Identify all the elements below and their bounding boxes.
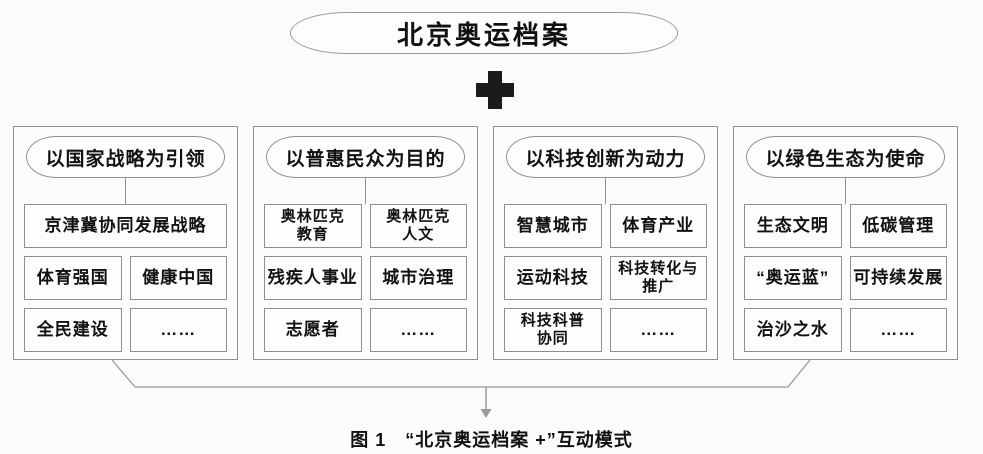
- group-header: 以绿色生态为使命: [746, 136, 945, 178]
- item-box: 科技科普 协同: [504, 308, 602, 352]
- item-row: “奥运蓝” 可持续发展: [744, 256, 947, 300]
- item-box: ……: [369, 308, 467, 352]
- item-box: 全民建设: [24, 308, 122, 352]
- group-header: 以普惠民众为目的: [266, 136, 465, 178]
- groups-container: 以国家战略为引领 京津冀协同发展战略 体育强国 健康中国 全民建设 …… 以普惠…: [13, 126, 958, 360]
- item-row: 京津冀协同发展战略: [24, 204, 227, 248]
- item-row: 运动科技 科技转化与 推广: [504, 256, 707, 300]
- item-box: 智慧城市: [504, 204, 602, 248]
- item-box: ……: [129, 308, 227, 352]
- group-public-benefit: 以普惠民众为目的 奥林匹克 教育 奥林匹克 人文 残疾人事业 城市治理 志愿者 …: [253, 126, 478, 360]
- item-box: 健康中国: [129, 256, 227, 300]
- item-row: 奥林匹克 教育 奥林匹克 人文: [264, 204, 467, 248]
- item-row: 全民建设 ……: [24, 308, 227, 352]
- group-header-label: 以普惠民众为目的: [285, 148, 446, 170]
- connector-line: [605, 178, 606, 204]
- figure-caption: 图 1 “北京奥运档案 +”互动模式: [350, 430, 633, 450]
- plus-icon: [476, 71, 514, 109]
- group-green-ecology: 以绿色生态为使命 生态文明 低碳管理 “奥运蓝” 可持续发展 治沙之水 ……: [733, 126, 958, 360]
- item-box: 残疾人事业: [264, 256, 362, 300]
- group-header: 以国家战略为引领: [26, 136, 225, 178]
- item-box: 运动科技: [504, 256, 602, 300]
- merge-bracket: [111, 359, 811, 388]
- item-box: 科技转化与 推广: [609, 256, 707, 300]
- connector-line: [125, 178, 126, 204]
- item-box: 奥林匹克 教育: [264, 204, 362, 248]
- item-row: 治沙之水 ……: [744, 308, 947, 352]
- diagram-title-terminator: 北京奥运档案: [290, 12, 678, 54]
- connector-line: [845, 178, 846, 204]
- item-box: 体育强国: [24, 256, 122, 300]
- item-row: 智慧城市 体育产业: [504, 204, 707, 248]
- item-box: 可持续发展: [849, 256, 947, 300]
- down-arrow-icon: [480, 409, 492, 418]
- item-row: 生态文明 低碳管理: [744, 204, 947, 248]
- item-box: ……: [609, 308, 707, 352]
- item-box: 京津冀协同发展战略: [24, 204, 227, 248]
- group-national-strategy: 以国家战略为引领 京津冀协同发展战略 体育强国 健康中国 全民建设 ……: [13, 126, 238, 360]
- item-box: 生态文明: [744, 204, 842, 248]
- group-header-label: 以绿色生态为使命: [765, 148, 926, 170]
- item-box: “奥运蓝”: [744, 256, 842, 300]
- item-row: 志愿者 ……: [264, 308, 467, 352]
- item-row: 体育强国 健康中国: [24, 256, 227, 300]
- group-tech-innovation: 以科技创新为动力 智慧城市 体育产业 运动科技 科技转化与 推广 科技科普 协同…: [493, 126, 718, 360]
- diagram-title: 北京奥运档案: [396, 19, 571, 50]
- item-box: 城市治理: [369, 256, 467, 300]
- item-box: ……: [849, 308, 947, 352]
- item-box: 奥林匹克 人文: [369, 204, 467, 248]
- connector-line: [365, 178, 366, 204]
- group-header-label: 以国家战略为引领: [45, 148, 206, 170]
- item-box: 低碳管理: [849, 204, 947, 248]
- item-box: 志愿者: [264, 308, 362, 352]
- group-header-label: 以科技创新为动力: [525, 148, 686, 170]
- item-row: 科技科普 协同 ……: [504, 308, 707, 352]
- item-row: 残疾人事业 城市治理: [264, 256, 467, 300]
- item-box: 治沙之水: [744, 308, 842, 352]
- item-box: 体育产业: [609, 204, 707, 248]
- group-header: 以科技创新为动力: [506, 136, 705, 178]
